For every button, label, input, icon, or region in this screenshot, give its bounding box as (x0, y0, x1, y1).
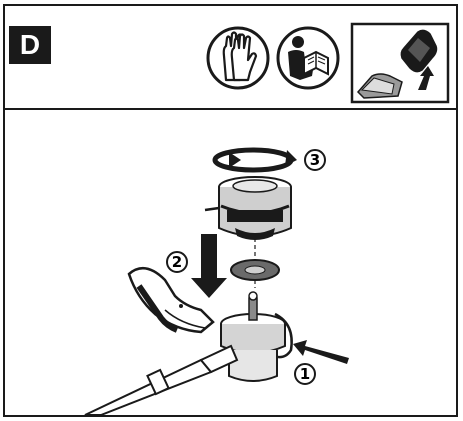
read-manual-icon (278, 28, 338, 88)
step-3-marker: 3 (305, 150, 325, 170)
section-badge: D (9, 26, 51, 64)
remove-battery-icon (352, 24, 448, 102)
step-1-marker: 1 (295, 364, 315, 384)
instruction-panel: D (3, 4, 458, 417)
svg-text:2: 2 (172, 253, 182, 271)
svg-text:1: 1 (300, 365, 310, 383)
trimmer-shaft (85, 346, 237, 415)
gear-washer (231, 260, 279, 280)
gloves-icon (208, 28, 268, 88)
spool-cap (205, 177, 291, 240)
trimmer-guard (129, 268, 213, 332)
press-arrow-icon (293, 340, 349, 364)
step-2-marker: 2 (167, 252, 187, 272)
rotate-arrow-icon (215, 150, 297, 170)
down-arrow-icon (191, 234, 227, 298)
panel-header: D (5, 6, 456, 110)
safety-icons (204, 18, 452, 104)
assembly-illustration: 3 2 (5, 110, 456, 415)
svg-text:3: 3 (310, 151, 320, 169)
trimmer-head (221, 292, 292, 381)
